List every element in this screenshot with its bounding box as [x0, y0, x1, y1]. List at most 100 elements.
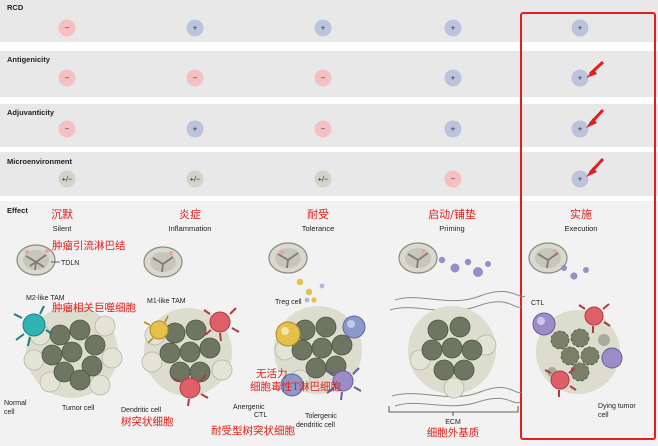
svg-text:+: + — [193, 24, 198, 33]
ctl-cell-icon — [532, 312, 556, 336]
ctl-cell-icon — [601, 347, 623, 369]
lymph-node-icon — [143, 246, 183, 278]
svg-text:−: − — [321, 125, 326, 134]
svg-text:+: + — [451, 24, 456, 33]
treg-cell-icon — [275, 321, 301, 347]
marker-microenvironment-tolerance: +/− — [314, 170, 332, 188]
m2-tam-cell-icon — [13, 305, 53, 347]
m2-tam-label: M2-like TAM — [26, 295, 65, 302]
row-label-adjuvanticity: Adjuvanticity — [7, 108, 55, 117]
marker-rcd-inflammation: + — [186, 19, 204, 37]
t-cell-icon — [342, 315, 366, 339]
tdln-label: TDLN — [61, 260, 79, 267]
svg-text:−: − — [193, 74, 198, 83]
annotation-dc-zh: 树突状细胞 — [121, 415, 174, 428]
marker-antigenicity-priming: + — [444, 69, 462, 87]
column-en-priming: Priming — [439, 224, 464, 233]
marker-adjuvanticity-priming: + — [444, 120, 462, 138]
dendritic-cell-icon — [203, 307, 240, 342]
marker-microenvironment-silent: +/− — [58, 170, 76, 188]
dendritic-cell-icon — [172, 374, 209, 407]
lymph-node-icon — [528, 242, 568, 274]
marker-adjuvanticity-tolerance: − — [314, 120, 332, 138]
marker-microenvironment-execution: + — [571, 170, 589, 188]
annotation-tolerogenic-dc-zh: 耐受型树突状细胞 — [211, 424, 295, 437]
svg-text:+: + — [193, 125, 198, 134]
svg-text:+/−: +/− — [62, 175, 73, 184]
damp-dots — [561, 265, 589, 280]
svg-text:−: − — [65, 24, 70, 33]
column-en-tolerance: Tolerance — [302, 224, 335, 233]
ecm-fibers — [389, 291, 526, 407]
marker-antigenicity-tolerance: − — [314, 69, 332, 87]
svg-text:+/−: +/− — [318, 175, 329, 184]
dying-tumor-label-2: cell — [598, 412, 609, 419]
tumor-mass — [408, 306, 497, 399]
anergic-ctl-icon — [280, 373, 304, 397]
marker-antigenicity-execution: + — [571, 69, 589, 87]
svg-text:+: + — [578, 74, 583, 83]
svg-text:+: + — [451, 125, 456, 134]
svg-text:+: + — [321, 24, 326, 33]
execution-highlight-box — [520, 12, 656, 440]
column-zh-priming: 启动/铺垫 — [428, 207, 476, 221]
marker-rcd-priming: + — [444, 19, 462, 37]
annotation-anergic-zh: 无活力 — [256, 367, 288, 380]
marker-adjuvanticity-execution: + — [571, 120, 589, 138]
red-arrow-icon — [586, 157, 605, 177]
svg-text:+: + — [578, 125, 583, 134]
ecm-label: ECM — [445, 419, 461, 426]
annotation-tam-zh: 肿瘤相关巨噬细胞 — [52, 301, 136, 314]
annotation-tdln-zh: 肿瘤引流淋巴结 — [52, 239, 126, 252]
marker-microenvironment-inflammation: +/− — [186, 170, 204, 188]
marker-rcd-silent: − — [58, 19, 76, 37]
marker-adjuvanticity-inflammation: + — [186, 120, 204, 138]
dying-tumor-label: Dying tumor — [598, 403, 636, 410]
svg-text:−: − — [65, 125, 70, 134]
m1-tam-cell-icon — [143, 315, 169, 344]
normal-cell-label-2: cell — [4, 409, 15, 416]
marker-microenvironment-priming: − — [444, 170, 462, 188]
svg-text:−: − — [321, 74, 326, 83]
anergic-ctl-label-2: CTL — [254, 412, 267, 419]
ctl-label: CTL — [531, 300, 544, 307]
anergic-ctl-label: Anergenic — [233, 404, 265, 411]
row-label-microenvironment: Microenvironment — [7, 157, 73, 166]
marker-rcd-tolerance: + — [314, 19, 332, 37]
tolerogenic-dc-label-2: dendritic cell — [296, 422, 335, 429]
normal-cell-label: Normal — [4, 400, 27, 407]
tumor-mass — [23, 306, 123, 398]
annotation-ecm-zh: 细胞外基质 — [427, 426, 480, 439]
damp-dots — [438, 256, 491, 277]
svg-text:+: + — [451, 74, 456, 83]
marker-antigenicity-silent: − — [58, 69, 76, 87]
row-label-rcd: RCD — [7, 3, 24, 12]
treg-label: Treg cell — [275, 299, 302, 306]
m1-tam-label: M1-like TAM — [147, 298, 186, 305]
dendritic-cell-label: Dendritic cell — [121, 407, 162, 414]
annotation-ctl-zh: 细胞毒性T淋巴细胞 — [250, 380, 342, 393]
lymph-node-icon — [268, 242, 308, 274]
tumor-cell-label: Tumor cell — [62, 405, 95, 412]
marker-antigenicity-inflammation: − — [186, 69, 204, 87]
column-zh-silent: 沉默 — [51, 208, 73, 221]
tolerogenic-dc-label: Tolergenic — [305, 413, 337, 420]
lymph-node-icon — [398, 242, 438, 274]
ecm-bracket — [388, 406, 519, 416]
column-zh-inflammation: 炎症 — [179, 207, 201, 221]
tolerogenic-dendritic-cell-icon — [325, 367, 362, 401]
svg-text:+: + — [578, 24, 583, 33]
dendritic-cell-icon — [578, 303, 611, 333]
svg-text:+/−: +/− — [190, 175, 201, 184]
row-band-rcd — [0, 0, 658, 42]
column-en-inflammation: Inflammation — [169, 224, 212, 233]
row-label-antigenicity: Antigenicity — [7, 55, 51, 64]
svg-text:−: − — [65, 74, 70, 83]
svg-text:+: + — [578, 175, 583, 184]
red-arrow-icon — [586, 108, 605, 128]
dendritic-cell-icon — [544, 367, 577, 397]
marker-adjuvanticity-silent: − — [58, 120, 76, 138]
column-zh-tolerance: 耐受 — [307, 208, 329, 221]
column-en-silent: Silent — [53, 224, 73, 233]
